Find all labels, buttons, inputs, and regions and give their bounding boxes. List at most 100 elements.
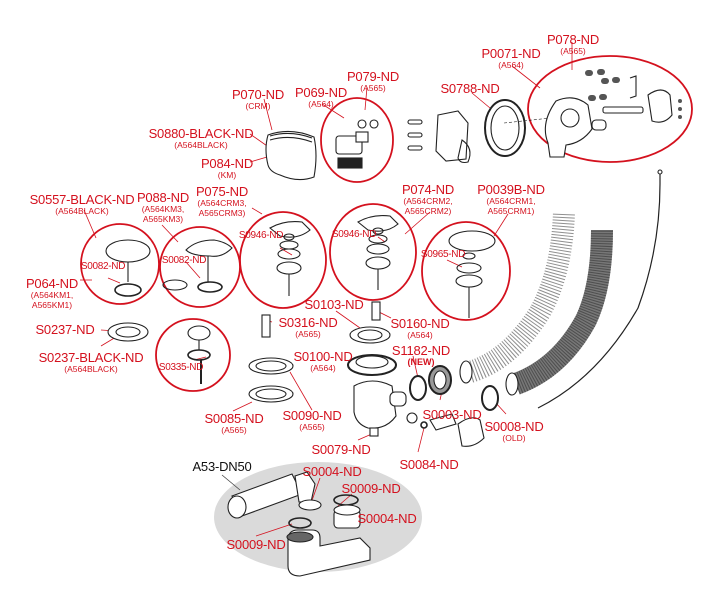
label-s0103: S0103-ND: [304, 298, 363, 311]
s0079-plug: [369, 427, 379, 437]
label-s1182: S1182-ND (NEW): [392, 344, 450, 368]
label-s0946-b: S0946-ND: [331, 229, 377, 240]
drain-body: [353, 380, 397, 429]
group-circle-p078: [527, 55, 693, 163]
label-p069: P069-ND (A564): [295, 86, 347, 109]
label-s0004-a: S0004-ND: [302, 465, 361, 478]
part-code: S0085-ND: [204, 411, 264, 426]
part-code: P070-ND: [231, 87, 285, 102]
label-s0004-b: S0004-ND: [357, 512, 416, 525]
group-circle-s0335: [155, 318, 231, 392]
label-s0090: S0090-ND (A565): [282, 409, 341, 432]
part-model: (A565): [295, 329, 321, 339]
part-code: S0079-ND: [311, 442, 371, 457]
label-s0085: S0085-ND (A565): [204, 412, 263, 435]
label-s0009-b: S0009-ND: [226, 538, 285, 551]
label-p078: P078-ND (A565): [547, 33, 599, 56]
part-code: S0082-ND: [80, 261, 126, 272]
s0316-spring: [261, 314, 271, 338]
part-code: S0103-ND: [304, 297, 364, 312]
part-code: S0004-ND: [357, 511, 417, 526]
part-code: S0946-ND: [331, 229, 377, 240]
label-s0316: S0316-ND (A565): [278, 316, 337, 339]
part-model: (A564): [308, 99, 334, 109]
label-p0071: P0071-ND (A564): [481, 47, 540, 70]
part-model: (A564): [310, 363, 336, 373]
overflow-cover-plate: [435, 110, 469, 162]
label-s0946-a: S0946-ND: [238, 230, 284, 241]
part-model: (A565): [299, 422, 325, 432]
part-code: S0237-BLACK-ND: [38, 350, 144, 365]
label-a53-dn50: A53-DN50: [192, 460, 251, 473]
label-s0237-black: S0237-BLACK-ND (A564BLACK): [39, 351, 144, 374]
part-code: S0335-ND: [158, 362, 204, 373]
part-code: S0946-ND: [238, 230, 284, 241]
label-s0084: S0084-ND: [399, 458, 458, 471]
label-s0082-b: S0082-ND: [161, 255, 207, 266]
group-circle-p074: [329, 203, 417, 301]
part-code: S0009-ND: [226, 537, 286, 552]
part-code: S0237-ND: [35, 322, 95, 337]
part-model: (A565): [560, 46, 586, 56]
part-model: (A564KM3,: [141, 204, 185, 214]
label-p064: P064-ND (A564KM1, A565KM1): [26, 277, 78, 311]
label-s0788: S0788-ND: [440, 82, 499, 95]
s0237-flange: [107, 322, 149, 342]
part-code: P0071-ND: [481, 46, 541, 61]
s1182-ring: [409, 375, 427, 401]
part-model: (A564BLACK): [174, 140, 228, 150]
part-code: P0039B-ND: [477, 182, 545, 197]
part-code: P084-ND: [200, 156, 254, 171]
part-code: P075-ND: [195, 184, 249, 199]
label-s0160: S0160-ND (A564): [390, 317, 449, 340]
part-code: P079-ND: [346, 69, 400, 84]
assembly-code: A53-DN50: [192, 459, 252, 474]
s0160-spring: [371, 301, 381, 321]
part-model-2: A565KM3): [142, 214, 184, 225]
label-p088: P088-ND (A564KM3, A565KM3): [137, 191, 189, 225]
old-badge: (OLD): [502, 433, 526, 443]
part-model: (A564BLACK): [64, 364, 118, 374]
part-model-2: A565KM1): [31, 300, 73, 311]
part-model-2: A565CRM3): [198, 208, 246, 219]
label-p070: P070-ND (CRM): [232, 88, 284, 111]
part-model: (CRM): [245, 101, 271, 111]
part-model-2: A565CRM1): [487, 206, 535, 217]
part-code: S0082-ND: [161, 255, 207, 266]
part-code: S0965-ND: [420, 249, 466, 260]
part-model: (A564): [498, 60, 524, 70]
part-model: (A564CRM2,: [403, 196, 453, 206]
part-model: (A564CRM1,: [486, 196, 536, 206]
label-s0965: S0965-ND: [420, 249, 466, 260]
part-code: S0880-BLACK-ND: [148, 126, 254, 141]
s0788-seal: [484, 99, 526, 157]
a53-leader-line: [221, 474, 241, 491]
group-circle-p088: [159, 226, 241, 308]
a53-siphon: [227, 471, 371, 577]
label-s0100: S0100-ND (A564): [293, 350, 352, 373]
part-model: (A564KM1,: [30, 290, 74, 300]
group-circle-p075: [239, 211, 327, 309]
part-code: P064-ND: [25, 276, 79, 291]
p070-button-cap: [265, 130, 317, 181]
group-circle-p069: [320, 97, 394, 183]
label-p079: P079-ND (A565): [347, 70, 399, 93]
s0085-washer: [248, 385, 294, 403]
label-s0008: S0008-ND (OLD): [484, 420, 543, 443]
part-code: S0084-ND: [399, 457, 459, 472]
part-model: (KM): [217, 170, 237, 180]
part-code: S1182-ND: [391, 343, 451, 358]
part-model: (A564CRM3,: [197, 198, 247, 208]
part-code: S0557-BLACK-ND: [29, 192, 135, 207]
part-model: (A565): [360, 83, 386, 93]
label-s0082-a: S0082-ND: [80, 261, 126, 272]
bowden-cable: [537, 174, 661, 409]
part-code: S0090-ND: [282, 408, 342, 423]
part-code: P069-ND: [294, 85, 348, 100]
part-code: S0008-ND: [484, 419, 544, 434]
part-code: P078-ND: [546, 32, 600, 47]
label-s0237: S0237-ND: [35, 323, 94, 336]
s0100-nut: [347, 354, 397, 376]
